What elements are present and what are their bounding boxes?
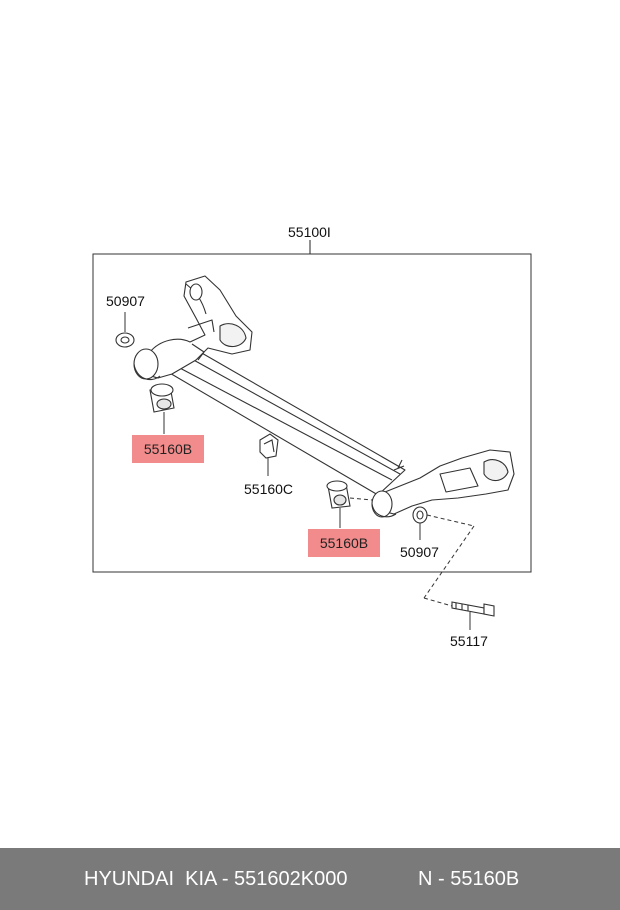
part-number-footer: HYUNDAI KIA - 551602K000 N - 55160B <box>0 848 620 910</box>
bracket-55160c <box>259 433 279 476</box>
torsion-beam-axle <box>133 275 515 518</box>
bushing-left-label: 55160B <box>132 435 204 463</box>
washer-right-label: 50907 <box>400 544 439 560</box>
bushing-right <box>326 480 373 528</box>
bolt-label: 55117 <box>450 633 488 649</box>
assembly-frame <box>92 253 532 573</box>
bushing-right-label: 55160B <box>308 529 380 557</box>
washer-left <box>115 312 135 348</box>
bushing-left <box>149 383 175 434</box>
washer-right <box>412 506 475 607</box>
washer-left-label: 50907 <box>106 293 145 309</box>
bolt-55117 <box>451 601 495 630</box>
footer-brand-part: HYUNDAI KIA - 551602K000 <box>84 868 348 890</box>
footer-code: N - 55160B <box>418 868 520 890</box>
parts-diagram <box>92 240 532 630</box>
assembly-label: 55100I <box>288 224 331 240</box>
bracket-label: 55160C <box>244 481 294 497</box>
